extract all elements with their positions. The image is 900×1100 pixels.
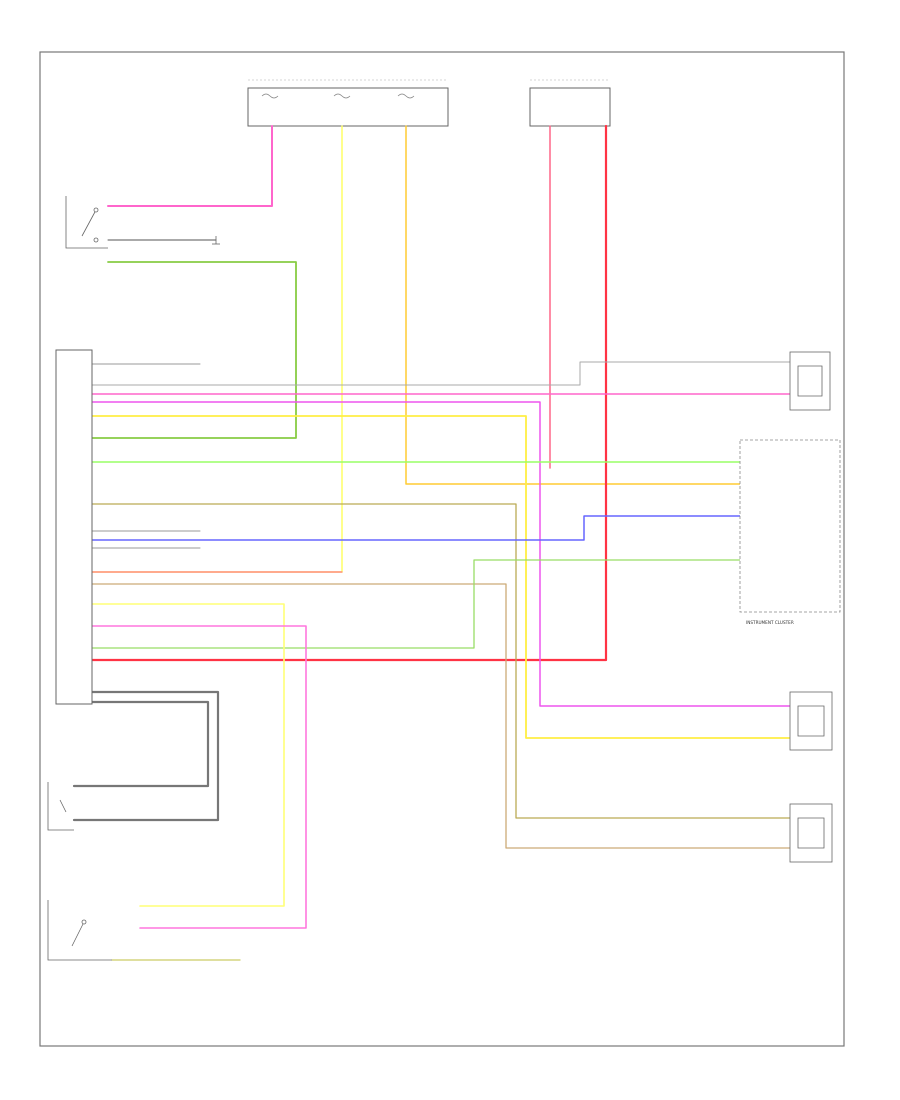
wire-pink-brake-switch bbox=[107, 125, 273, 207]
wire-green-brake-abs bbox=[91, 261, 297, 439]
wire-yellow-abs bbox=[91, 125, 343, 573]
wire-violet-1 bbox=[91, 401, 791, 707]
wire-darkgray-fluid-2 bbox=[72, 700, 210, 788]
fuse-box bbox=[247, 79, 449, 127]
wire-pink-park bbox=[91, 625, 307, 929]
ground-icon bbox=[212, 236, 220, 245]
diagram-border bbox=[39, 51, 845, 1047]
abs-module bbox=[55, 349, 93, 705]
wire-green-cluster-2 bbox=[91, 559, 741, 649]
fluid-level-switch bbox=[47, 782, 74, 831]
left-rear-sensor bbox=[789, 691, 833, 751]
instrument-cluster: INSTRUMENT CLUSTER bbox=[739, 439, 841, 625]
wire-orange-cluster bbox=[405, 125, 741, 485]
wire-yellow-park bbox=[91, 603, 285, 907]
wire-red-main bbox=[90, 124, 608, 662]
wire-tan-lf-1 bbox=[91, 503, 791, 819]
wire-darkgray-fluid-1 bbox=[72, 690, 220, 822]
wire-blue-cluster bbox=[91, 515, 741, 541]
wire-gray-rr bbox=[91, 361, 791, 386]
instrument-cluster-label: INSTRUMENT CLUSTER bbox=[746, 620, 794, 625]
left-front-sensor bbox=[789, 803, 833, 863]
right-rear-sensor bbox=[789, 351, 831, 411]
wire-tan-lf-2 bbox=[91, 583, 791, 849]
park-brake-switch bbox=[47, 900, 112, 961]
brake-switch bbox=[65, 196, 108, 249]
power-distribution-box bbox=[529, 79, 611, 127]
wire-yellow-lr bbox=[91, 415, 791, 739]
